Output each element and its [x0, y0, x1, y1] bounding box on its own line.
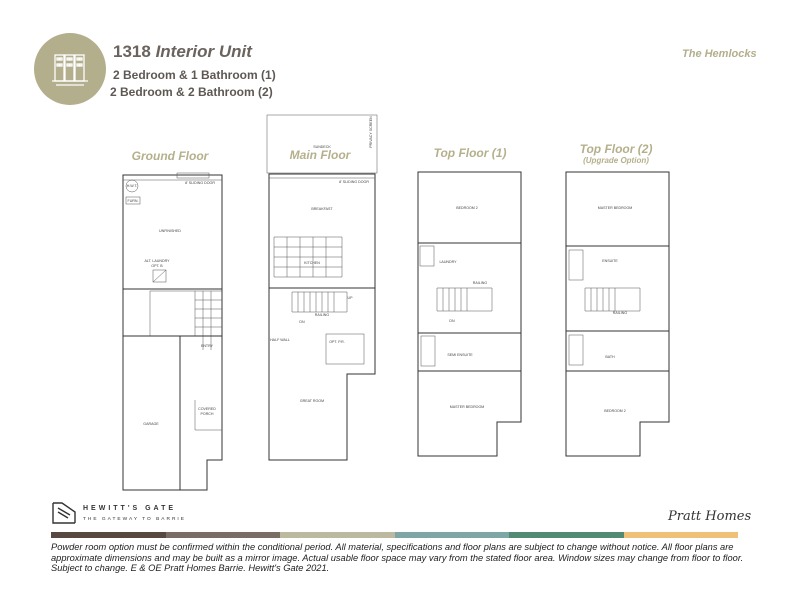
- label-porch-2: PORCH: [201, 412, 214, 416]
- color-swatch: [280, 532, 395, 538]
- color-swatch: [165, 532, 280, 538]
- label-porch: COVERED: [198, 407, 216, 411]
- hewitts-gate-logo-icon: [52, 502, 76, 524]
- config-2: 2 Bedroom & 2 Bathroom (2): [110, 85, 273, 99]
- color-swatch: [394, 532, 509, 538]
- label-railing: RAILING: [473, 281, 488, 285]
- builder-logo: Pratt Homes: [668, 509, 752, 524]
- label-laundry-opt: OPT. B: [151, 264, 163, 268]
- label-unfinished: UNFINISHED: [159, 229, 181, 233]
- label-ensuite: ENSUITE: [602, 259, 618, 263]
- label-kitchen: KITCHEN: [304, 261, 320, 265]
- label-sundeck: SUNDECK: [313, 145, 331, 149]
- top-floor-1-label: Top Floor (1): [433, 146, 507, 160]
- label-bedroom-2: BEDROOM 2: [604, 409, 626, 413]
- color-swatch: [51, 532, 166, 538]
- label-master-bedroom: MASTER BEDROOM: [450, 405, 485, 409]
- label-hwt: H.W.T.: [127, 184, 138, 188]
- main-floor-plan: SUNDECK PRIVACY SCREEN 8' SLIDING DOOR B…: [266, 114, 378, 461]
- label-door: 8' SLIDING DOOR: [185, 181, 215, 185]
- label-bedroom-2: BEDROOM 2: [456, 206, 478, 210]
- label-door: 8' SLIDING DOOR: [339, 180, 369, 184]
- label-laundry: ALT. LAUNDRY: [144, 259, 170, 263]
- logo-badge: [34, 33, 106, 105]
- label-railing: RAILING: [613, 311, 628, 315]
- page-title: 1318 Interior Unit: [113, 42, 252, 62]
- top-floor-2-label: Top Floor (2): [579, 142, 653, 156]
- label-master-bedroom: MASTER BEDROOM: [598, 206, 633, 210]
- top-floor-1-plan: BEDROOM 2 LAUNDRY RAILING DN SEMI ENSUIT…: [417, 171, 522, 457]
- main-floor-label: Main Floor: [289, 148, 351, 162]
- ground-floor-label: Ground Floor: [131, 149, 209, 163]
- brand-name: HEWITT'S GATE: [83, 505, 177, 512]
- label-entry: ENTRY: [201, 344, 214, 348]
- label-railing: RAILING: [315, 313, 330, 317]
- color-swatch: [623, 532, 738, 538]
- unit-type: Interior Unit: [155, 42, 252, 61]
- label-ensuite: SEMI ENSUITE: [447, 353, 473, 357]
- color-swatch: [509, 532, 624, 538]
- label-half-wall: HALF WALL: [270, 338, 290, 342]
- label-privacy-screen: PRIVACY SCREEN: [369, 116, 373, 148]
- label-dn: DN: [449, 319, 455, 323]
- model-name: The Hemlocks: [682, 48, 757, 60]
- label-bath: BATH: [605, 355, 615, 359]
- top-floor-2-sublabel: (Upgrade Option): [583, 156, 649, 165]
- label-opt-pr: OPT. P.R.: [329, 340, 345, 344]
- color-bar: [51, 532, 738, 538]
- label-dn: DN: [299, 320, 305, 324]
- label-great-room: GREAT ROOM: [300, 399, 324, 403]
- building-icon: [52, 54, 88, 86]
- disclaimer: Powder room option must be confirmed wit…: [51, 542, 744, 573]
- brand-tagline: THE GATEWAY TO BARRIE: [83, 517, 186, 522]
- label-furn: FURN.: [128, 199, 139, 203]
- label-garage: GARAGE: [143, 422, 159, 426]
- top-floor-2-plan: MASTER BEDROOM ENSUITE RAILING BATH BEDR…: [565, 171, 670, 457]
- unit-number: 1318: [113, 42, 151, 61]
- label-up: UP: [348, 296, 354, 300]
- config-1: 2 Bedroom & 1 Bathroom (1): [113, 68, 276, 82]
- label-breakfast: BREAKFAST: [311, 207, 333, 211]
- ground-floor-plan: H.W.T. FURN. 8' SLIDING DOOR UNFINISHED …: [122, 172, 223, 491]
- label-laundry: LAUNDRY: [439, 260, 457, 264]
